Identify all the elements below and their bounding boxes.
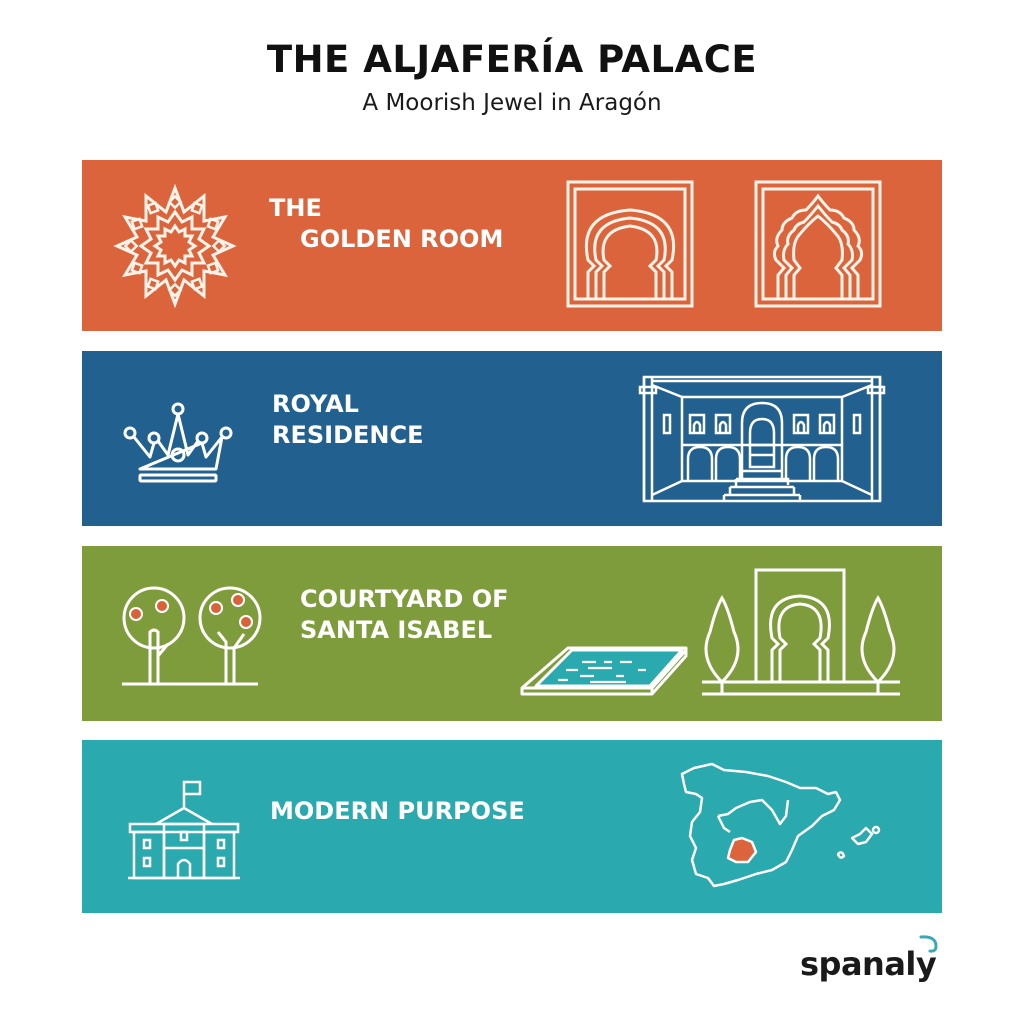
section-title-golden-room: THE GOLDEN ROOM xyxy=(269,193,503,255)
section-modern-purpose: MODERN PURPOSE xyxy=(82,740,942,913)
throne-hall-icon xyxy=(638,375,886,503)
section-title-modern-purpose: MODERN PURPOSE xyxy=(270,796,525,827)
section-royal-residence: ROYAL RESIDENCE xyxy=(82,351,942,526)
orange-trees-icon xyxy=(122,586,262,686)
section-title-line2: GOLDEN ROOM xyxy=(300,225,504,253)
section-title-courtyard: COURTYARD OF SANTA ISABEL xyxy=(300,584,509,646)
lobed-arch-icon xyxy=(754,180,882,308)
spain-map-icon xyxy=(680,762,881,888)
section-title-line2: SANTA ISABEL xyxy=(300,616,493,644)
section-title-line2: RESIDENCE xyxy=(272,421,424,449)
section-title-line1: COURTYARD OF xyxy=(300,585,509,613)
horseshoe-arch-icon xyxy=(566,180,694,308)
brand-logo: spanaly xyxy=(800,945,937,983)
reflecting-pool-icon xyxy=(520,646,688,696)
section-courtyard-santa-isabel: COURTYARD OF SANTA ISABEL xyxy=(82,546,942,721)
section-golden-room: THE GOLDEN ROOM xyxy=(82,160,942,331)
page-title: THE ALJAFERÍA PALACE xyxy=(266,38,758,81)
islamic-star-icon xyxy=(113,183,237,309)
crown-icon xyxy=(123,402,233,483)
section-title-line1: MODERN PURPOSE xyxy=(270,797,525,825)
parliament-building-icon xyxy=(128,780,240,880)
section-title-royal-residence: ROYAL RESIDENCE xyxy=(272,389,424,451)
section-title-line1: ROYAL xyxy=(272,390,359,418)
logo-swirl-icon xyxy=(919,935,938,953)
page-subtitle: A Moorish Jewel in Aragón xyxy=(362,90,662,116)
arch-gateway-cypress-icon xyxy=(702,568,900,696)
section-title-line1: THE xyxy=(269,194,322,222)
